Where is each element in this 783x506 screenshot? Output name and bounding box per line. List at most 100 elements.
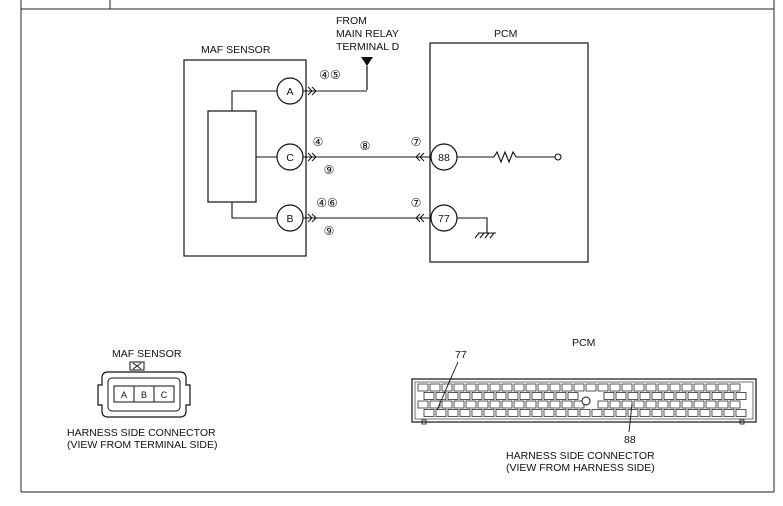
pcm-cavity — [555, 409, 567, 417]
pcm-cavity — [483, 409, 495, 417]
pcm-cavity — [459, 409, 471, 417]
pcm-cavity — [735, 409, 747, 417]
pin-77-leader — [436, 361, 459, 411]
pcm-cavity — [735, 392, 747, 400]
pcm-cavity — [555, 392, 567, 400]
source-label-line-1: FROM — [336, 15, 367, 27]
pcm-cavity — [603, 392, 615, 400]
pcm-cavity — [489, 383, 501, 392]
maf-sensor-box — [183, 59, 307, 257]
pcm-cavity — [549, 383, 561, 392]
pcm-cavity — [699, 392, 711, 400]
pcm-internal-wiring — [457, 150, 562, 233]
pcm-cavity — [663, 409, 675, 417]
pcm-connector-caption-1: HARNESS SIDE CONNECTOR — [506, 450, 655, 462]
maf-sensor-element — [207, 110, 257, 203]
pcm-box — [429, 42, 589, 263]
pcm-cavity — [633, 400, 645, 409]
pcm-cavity — [501, 383, 513, 392]
maf-connector-pin-b: B — [141, 390, 147, 400]
maf-connector-face — [107, 377, 181, 412]
pcm-cavity — [453, 400, 465, 409]
pcm-cavity — [537, 400, 549, 409]
harness-wires — [303, 86, 431, 223]
main-relay-source: FROM MAIN RELAY TERMINAL D — [336, 15, 400, 90]
pcm-cavity — [681, 400, 693, 409]
pcm-cavity — [447, 409, 459, 417]
pcm-cavity — [615, 392, 627, 400]
pcm-cavity — [609, 400, 621, 409]
pcm-cavity — [465, 400, 477, 409]
pcm-cavity — [717, 400, 729, 409]
pcm-cavity — [423, 409, 435, 417]
pcm-cavity — [567, 392, 579, 400]
pcm-cavity — [645, 383, 657, 392]
pcm-cavity — [663, 392, 675, 400]
pcm-connector-pin-88-label: 88 — [624, 434, 636, 446]
pcm-cavity — [717, 383, 729, 392]
pin-88-leader — [628, 403, 633, 433]
wire-label-c-mid: ⑧ — [360, 139, 371, 153]
pcm-cavity — [417, 383, 429, 392]
pcm-cavity — [567, 409, 579, 417]
pcm-cavity — [711, 392, 723, 400]
pcm-cavity — [597, 400, 609, 409]
wire-label-a: ④⑤ — [319, 68, 341, 82]
maf-pin-b-label: B — [286, 213, 293, 225]
maf-connector-title: MAF SENSOR — [112, 348, 182, 360]
pcm-cavity — [471, 392, 483, 400]
pcm-cavity — [441, 400, 453, 409]
pcm-cavity — [507, 392, 519, 400]
pcm-cavity — [489, 400, 501, 409]
pcm-cavity — [639, 409, 651, 417]
maf-connector-pin-a: A — [121, 390, 127, 400]
pcm-cavity — [453, 383, 465, 392]
pcm-cavity — [687, 392, 699, 400]
pcm-cavity — [435, 409, 447, 417]
pcm-cavity — [507, 409, 519, 417]
source-label-line-3: TERMINAL D — [336, 41, 400, 53]
wire-label-b-right: ⑦ — [411, 196, 422, 210]
pcm-cavity — [579, 409, 591, 417]
maf-connector-cavity-row — [113, 385, 175, 403]
pcm-cavity — [675, 409, 687, 417]
pcm-cavity — [639, 392, 651, 400]
pcm-cavity — [687, 409, 699, 417]
pcm-cavity — [465, 383, 477, 392]
pcm-cavity — [729, 400, 741, 409]
pcm-connector-inner — [414, 381, 754, 420]
maf-pin-c-label: C — [286, 152, 294, 164]
ground-icon — [474, 232, 496, 239]
pcm-cavity — [669, 383, 681, 392]
pcm-cavity — [495, 409, 507, 417]
resistor-icon — [493, 150, 517, 164]
pcm-cavity — [573, 383, 585, 392]
pcm-cavity — [597, 383, 609, 392]
pcm-cavity — [471, 409, 483, 417]
pcm-cavity — [723, 409, 735, 417]
pcm-cavity — [621, 383, 633, 392]
maf-sensor-title: MAF SENSOR — [201, 44, 271, 56]
pcm-cavity — [459, 392, 471, 400]
pcm-cavity — [693, 400, 705, 409]
maf-harness-connector: MAF SENSOR A B C HARNESS SIDE CONNECTOR … — [67, 348, 218, 451]
maf-connector-housing — [97, 371, 191, 418]
pcm-harness-connector: PCM 77 88 HARNESS SIDE CONNECTOR (VIEW F… — [411, 337, 757, 474]
pcm-cavity — [537, 383, 549, 392]
pcm-cavity — [513, 383, 525, 392]
pcm-cavity — [429, 383, 441, 392]
pcm-connector-title: PCM — [572, 337, 595, 349]
pcm-cavity — [669, 400, 681, 409]
source-label-line-2: MAIN RELAY — [336, 28, 399, 40]
pcm-cavity — [585, 383, 597, 392]
pcm-cavity — [651, 392, 663, 400]
pcm-cavity — [633, 383, 645, 392]
wire-label-c-top: ④ — [313, 135, 324, 149]
pcm-cavity — [477, 383, 489, 392]
pcm-cavity — [729, 383, 741, 392]
pcm-cavity — [447, 392, 459, 400]
pcm-cavity — [615, 409, 627, 417]
maf-internal-wiring — [231, 90, 277, 219]
